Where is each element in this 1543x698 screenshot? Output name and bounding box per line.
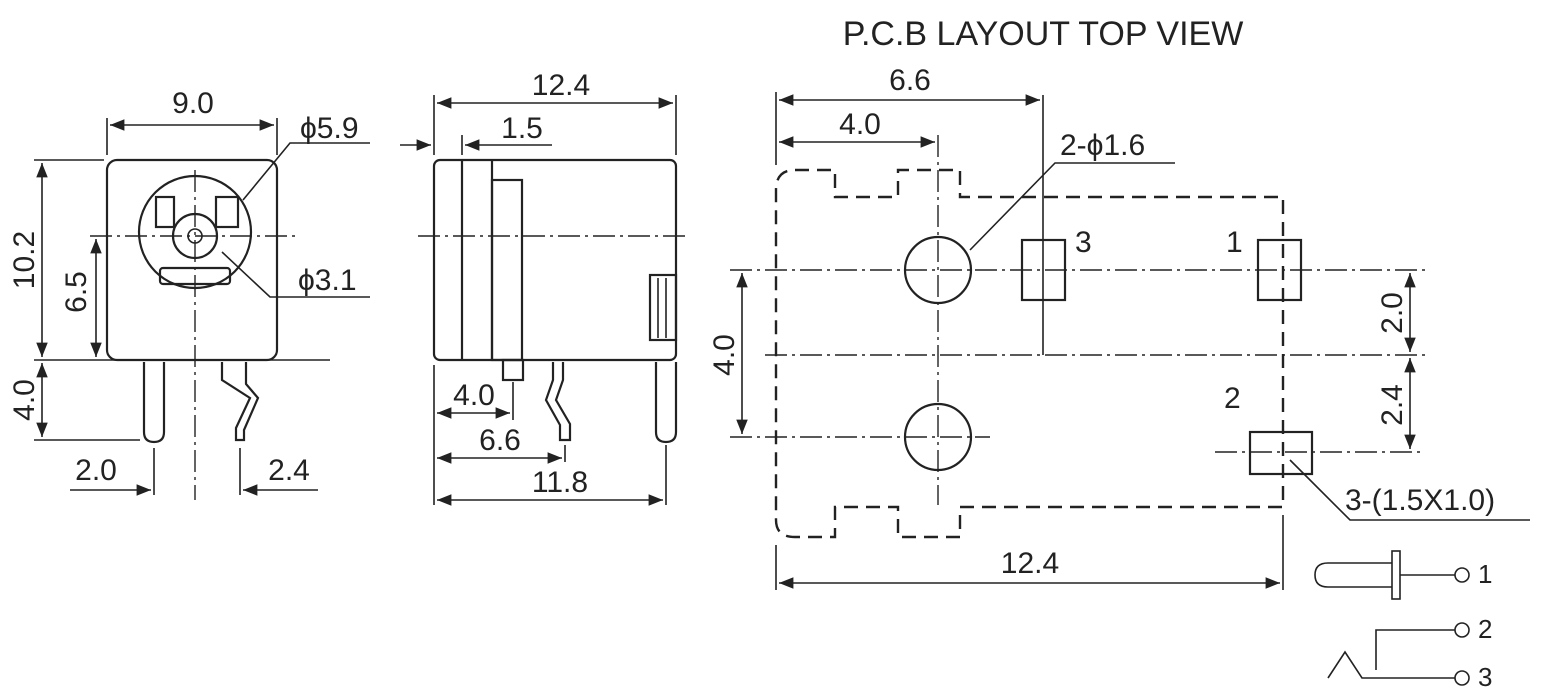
label-flange: 1.5 (501, 112, 543, 145)
label-pin-c: 11.8 (532, 466, 588, 499)
label-front-width: 9.0 (172, 87, 214, 120)
label-pcb-length: 12.4 (1001, 547, 1059, 580)
pcb-pad-1 (1256, 238, 1303, 302)
label-front-height: 10.2 (8, 231, 41, 289)
pcb-pad-3 (1020, 238, 1067, 302)
side-pin-stub (501, 358, 525, 382)
side-view: 12.4 1.5 4.0 6.6 11.8 (400, 69, 690, 506)
pcb-hole-upper (903, 235, 973, 305)
schematic-terminal-3 (1454, 670, 1470, 686)
label-pcb-right-lower: 2.4 (1376, 384, 1409, 426)
label-schematic-pin3: 3 (1478, 662, 1492, 692)
label-inner-diameter: ϕ3.1 (298, 264, 357, 297)
schematic-sleeve (1375, 629, 1455, 670)
label-pcb-vertical: 4.0 (708, 334, 741, 376)
label-outer-diameter: ϕ5.9 (300, 112, 359, 145)
label-pin-length: 4.0 (8, 379, 41, 421)
label-pin-a: 4.0 (453, 379, 495, 412)
front-pin-left (142, 362, 166, 444)
label-pad-1: 1 (1226, 226, 1243, 259)
side-pin-bent (544, 362, 572, 442)
label-pad-callout: 3-(1.5X1.0) (1345, 484, 1495, 517)
pcb-pad-2 (1248, 430, 1314, 476)
pcb-hole-lower (903, 402, 973, 472)
jack-schematic: 1 2 3 (1314, 550, 1492, 692)
schematic-plug-collar (1391, 550, 1401, 600)
leader-pad-callout (1289, 459, 1530, 521)
side-pin-straight (654, 362, 678, 444)
drawing-title: P.C.B LAYOUT TOP VIEW (843, 15, 1244, 53)
front-view: 9.0 ϕ5.9 ϕ3.1 10.2 6.5 4.0 2.0 2.4 (8, 87, 370, 500)
label-pcb-right-upper: 2.0 (1376, 292, 1409, 334)
front-contact-right (214, 195, 240, 229)
side-body (432, 158, 678, 362)
front-pin-right (220, 362, 260, 442)
side-inner-block (490, 178, 524, 362)
label-pin-offset-right: 2.4 (268, 454, 310, 487)
pcb-view: 3 1 2 6.6 4.0 2-ϕ1.6 4.0 2.0 2.4 3-(1.5X… (708, 64, 1530, 590)
label-side-length: 12.4 (532, 69, 590, 102)
label-hole-callout: 2-ϕ1.6 (1060, 129, 1145, 162)
leader-inner-diameter (221, 251, 370, 298)
schematic-terminal-2 (1454, 622, 1470, 638)
schematic-plug (1314, 562, 1392, 588)
label-pad-3: 3 (1075, 226, 1092, 259)
label-pin-offset-left: 2.0 (75, 454, 117, 487)
front-contact-left (154, 195, 176, 229)
side-latch (648, 273, 678, 342)
label-pin-b: 6.6 (479, 424, 521, 457)
pcb-outline (774, 168, 1285, 539)
label-pcb-width-top: 6.6 (889, 64, 931, 97)
label-schematic-pin1: 1 (1478, 559, 1492, 589)
label-pad-2: 2 (1224, 382, 1241, 415)
label-center-height: 6.5 (60, 271, 93, 313)
schematic-terminal-1 (1454, 567, 1470, 583)
leader-hole-callout (969, 162, 1175, 251)
label-pcb-width-inner: 4.0 (839, 108, 881, 141)
schematic-switch (1327, 650, 1455, 679)
leader-outer-diameter (242, 142, 370, 201)
label-schematic-pin2: 2 (1478, 614, 1492, 644)
